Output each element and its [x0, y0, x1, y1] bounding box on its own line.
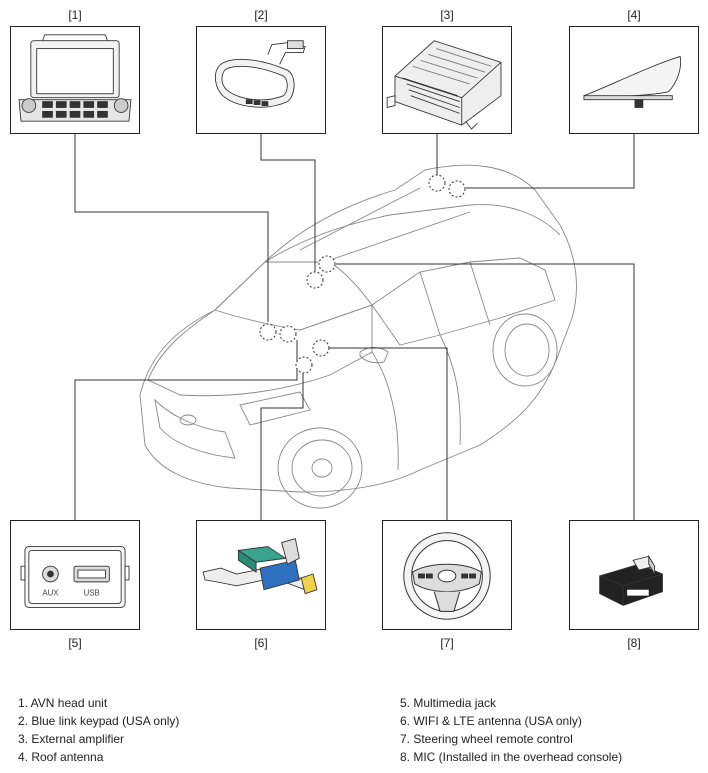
label-2: [2]: [254, 8, 268, 22]
legend-right: 5. Multimedia jack 6. WIFI & LTE antenna…: [400, 694, 622, 766]
car-diagram: [74, 134, 635, 520]
label-1: [1]: [68, 8, 82, 22]
car-grille: [154, 398, 236, 459]
label-8: [8]: [627, 636, 641, 650]
legend-item-4: 4. Roof antenna: [18, 750, 104, 764]
leader-line-7: [329, 347, 448, 520]
leader-line-8: [336, 263, 635, 520]
callout-circle-3: [428, 174, 446, 192]
callout-circle-4: [448, 180, 466, 198]
roof-antenna-box: [569, 26, 699, 134]
roof-antenna-illustration: [583, 55, 682, 108]
wifi-lte-antenna-box: [196, 520, 326, 630]
legend-item-3: 3. External amplifier: [18, 732, 125, 746]
leader-line-2: [260, 134, 316, 272]
callout-circle-5: [279, 325, 297, 343]
callout-circle-8: [318, 255, 336, 273]
callout-circle-7: [312, 339, 330, 357]
aux-label: AUX: [42, 589, 59, 598]
external-amplifier-box: [382, 26, 512, 134]
steering-wheel-illustration: [403, 532, 491, 620]
leader-line-1: [74, 134, 269, 322]
leader-line-4: [466, 134, 635, 189]
legend-item-8: 8. MIC (Installed in the overhead consol…: [400, 750, 623, 764]
callout-circle-1: [259, 323, 277, 341]
legend-item-7: 7. Steering wheel remote control: [400, 732, 573, 746]
mic-box: [569, 520, 699, 630]
car-headlight: [239, 391, 311, 426]
car-hood: [147, 304, 373, 397]
multimedia-jack-box: AUX USB: [10, 520, 140, 630]
usb-label: USB: [84, 589, 100, 598]
multimedia-jack-illustration: AUX USB: [20, 546, 130, 608]
car-roof: [264, 204, 561, 263]
label-6: [6]: [254, 636, 268, 650]
avn-head-unit-box: [10, 26, 140, 134]
car-front-wheel: [277, 427, 363, 509]
rear-view-mirror-illustration: [214, 40, 306, 108]
callout-circle-2: [306, 271, 324, 289]
label-5: [5]: [68, 636, 82, 650]
legend-left: 1. AVN head unit 2. Blue link keypad (US…: [18, 694, 179, 766]
label-7: [7]: [440, 636, 454, 650]
car-side-windows: [371, 257, 556, 346]
legend-item-1: 1. AVN head unit: [18, 696, 108, 710]
leader-line-6: [260, 372, 304, 520]
label-4: [4]: [627, 8, 641, 22]
car-windshield: [214, 261, 373, 331]
legend-item-5: 5. Multimedia jack: [400, 696, 497, 710]
wifi-lte-antenna-illustration: [202, 538, 318, 595]
steering-wheel-box: [382, 520, 512, 630]
avn-head-unit-illustration: [18, 34, 132, 122]
mic-illustration: [599, 554, 663, 606]
callout-circle-6: [295, 356, 313, 374]
blue-link-keypad-box: [196, 26, 326, 134]
label-3: [3]: [440, 8, 454, 22]
legend-item-6: 6. WIFI & LTE antenna (USA only): [400, 714, 582, 728]
leader-line-5: [74, 340, 298, 520]
external-amplifier-illustration: [386, 40, 502, 130]
legend-item-2: 2. Blue link keypad (USA only): [18, 714, 180, 728]
car-body-outline: [139, 164, 577, 493]
car-rear-wheel: [492, 313, 558, 387]
